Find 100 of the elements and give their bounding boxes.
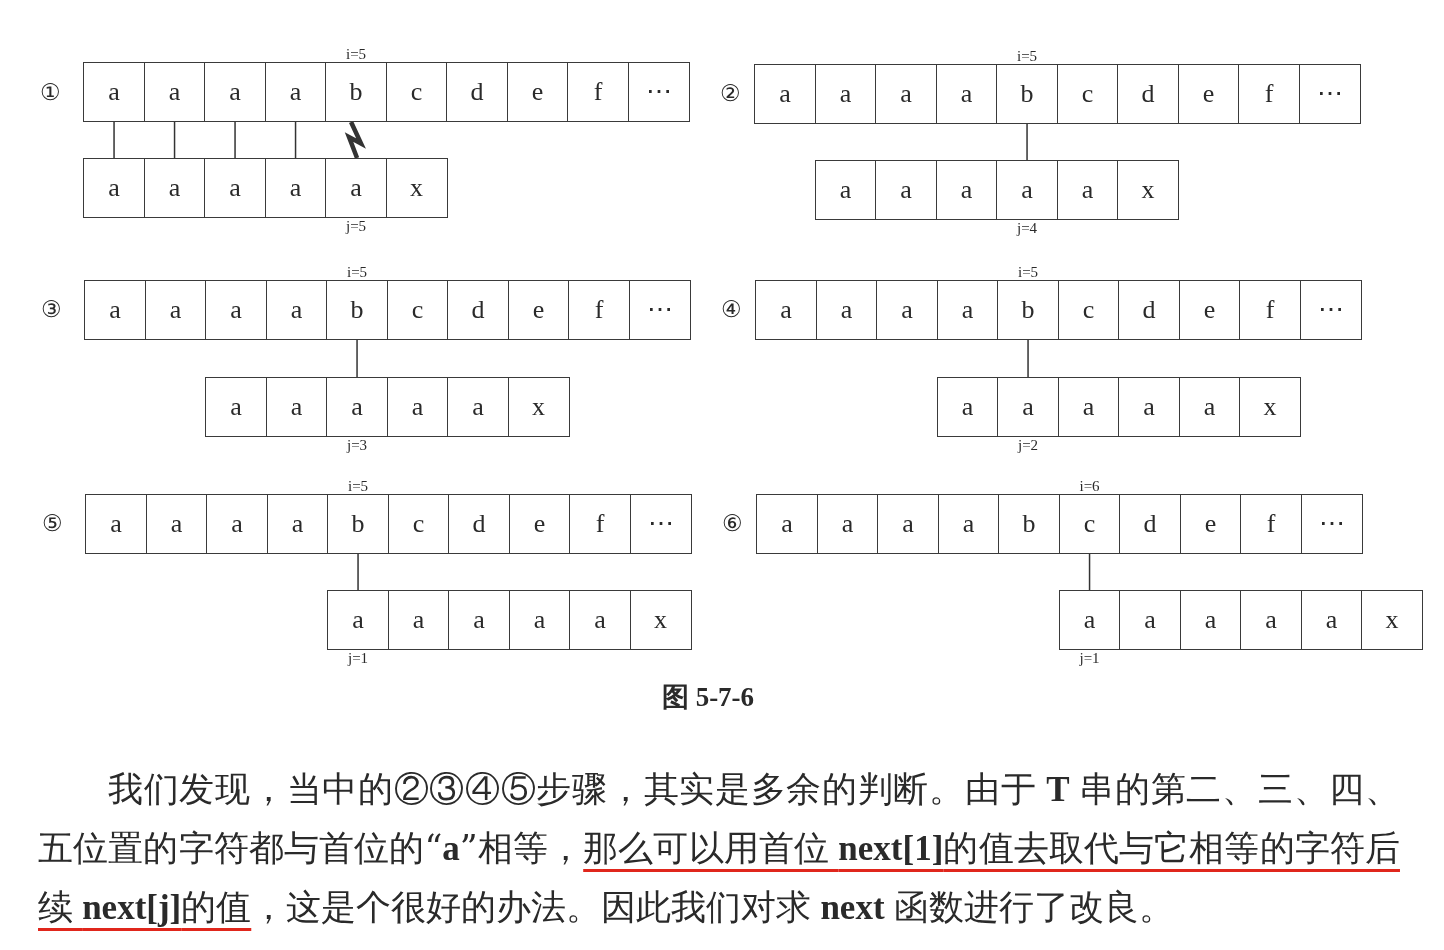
cell-letter: f [1266,509,1276,539]
char-cell [815,280,878,340]
index-label: i=5 [348,478,369,495]
cell-letter: ⋯ [647,509,674,539]
char-cell [145,494,208,554]
char-cell [385,62,448,122]
char-cell [569,494,632,554]
cell-letter: a [902,509,914,539]
match-line [1026,123,1028,161]
cell-letter: a [961,295,974,325]
cell-letter: a [779,79,791,109]
cell-letter: b [1021,295,1035,325]
cell-letter: x [654,605,668,635]
step-number: ① [40,80,61,106]
cell-letter: a [1081,175,1094,205]
cell-letter: a [960,79,973,109]
char-cell [144,280,207,340]
cell-letter: a [108,77,120,107]
char-cell [629,494,692,554]
cell-letter: a [1204,605,1217,635]
figure-caption: 图 5-7-6 [661,681,755,713]
char-cell [143,158,206,218]
char-cell [1179,494,1242,554]
char-cell [814,64,877,124]
char-cell [266,494,329,554]
cell-letter: a [900,175,912,205]
char-cell [85,494,148,554]
char-cell [1117,160,1180,220]
cell-letter: a [352,605,364,635]
char-cell [628,280,691,340]
char-cell [507,377,570,437]
cell-letter: ⋯ [1318,509,1345,539]
cell-letter: a [168,77,181,107]
char-cell [265,280,328,340]
cell-letter: a [840,295,853,325]
mismatch-bolt [344,121,366,159]
char-cell [446,62,509,122]
cell-letter: ⋯ [645,77,672,107]
index-label: i=5 [1017,48,1038,65]
cell-letter: x [410,173,424,203]
cell-letter: b [351,509,365,539]
char-cell [569,590,632,650]
match-line [356,339,358,378]
cell-letter: a [1325,605,1338,635]
char-cell [204,62,267,122]
index-label: i=6 [1079,478,1100,495]
char-cell [1177,64,1240,124]
char-cell [627,62,690,122]
char-cell [264,62,327,122]
char-cell [1118,280,1181,340]
step-number: ⑥ [722,511,743,537]
cell-letter: f [595,509,605,539]
char-cell [143,62,206,122]
char-cell [1361,590,1424,650]
cell-letter: x [1385,605,1399,635]
index-label: j=3 [347,437,368,454]
cell-letter: b [1020,79,1034,109]
char-cell [1178,280,1241,340]
char-cell [1117,64,1180,124]
cell-letter: a [290,295,303,325]
char-cell [508,494,571,554]
body-paragraph: 我们发现，当中的②③④⑤步骤，其实是多余的判断。由于 T 串的第二、三、四、五位置的字符都与首位的“a”相等，那么可以用首位 next[1]的值去取代与它相等的字符后续 next[j]的值，这是个很好的办法。因此我们对求 next 函数进行了改良。 [38,768,1400,929]
cell-letter: a [901,295,913,325]
cell-letter: a [110,509,122,539]
cell-letter: a [473,605,485,635]
cell-letter: a [839,175,852,205]
cell-letter: a [229,77,241,107]
cell-letter: ⋯ [646,295,673,325]
cell-letter: a [961,392,974,422]
cell-letter: c [1081,79,1094,109]
cell-letter: d [470,77,484,107]
cell-letter: a [780,295,792,325]
char-cell [1300,494,1363,554]
cell-letter: a [1143,392,1155,422]
cell-letter: a [168,173,181,203]
char-cell [84,280,147,340]
char-cell [1056,64,1119,124]
cell-letter: a [962,509,975,539]
cell-letter: a [900,79,912,109]
match-line [113,121,115,159]
char-cell [385,158,448,218]
char-cell [1118,377,1181,437]
cell-letter: a [412,605,425,635]
char-cell [206,494,269,554]
char-cell [816,494,879,554]
cell-letter: d [471,295,485,325]
cell-letter: a [289,173,302,203]
cell-letter: b [349,77,363,107]
char-cell [1299,280,1362,340]
index-label: j=5 [346,218,367,235]
char-cell [756,494,819,554]
char-cell [1119,494,1182,554]
char-cell [265,377,328,437]
cell-letter: a [289,77,302,107]
cell-letter: a [1083,605,1096,635]
char-cell [205,377,268,437]
char-cell [629,590,692,650]
char-cell [755,280,818,340]
cell-letter: a [291,509,304,539]
char-cell [508,590,571,650]
